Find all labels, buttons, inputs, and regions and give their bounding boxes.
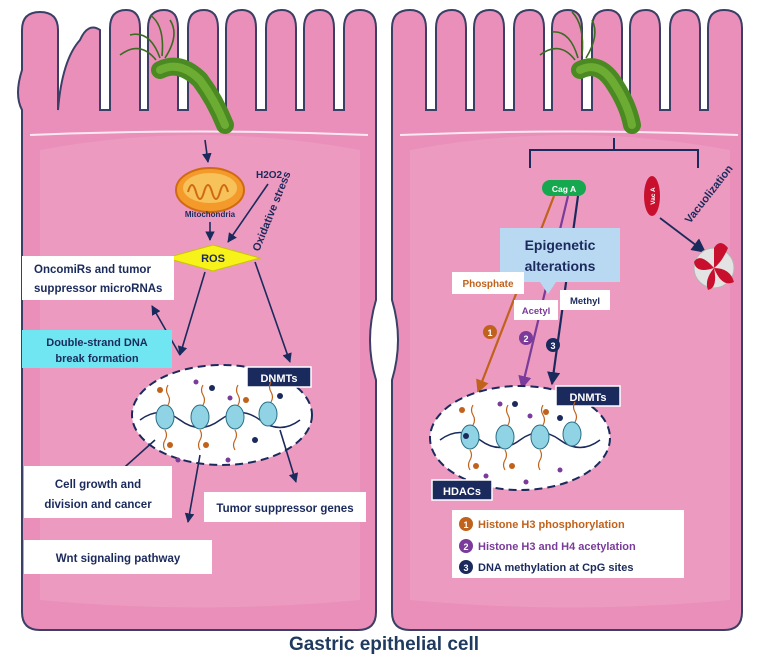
hdacs-box — [431, 479, 493, 501]
cell-growth-box — [24, 466, 172, 518]
right-chromatin — [439, 401, 601, 485]
oncomirs-line1: OncomiRs and tumor — [34, 264, 151, 276]
vacuole-icon — [693, 243, 735, 290]
left-cell — [17, 8, 377, 631]
left-dnmts-box — [246, 366, 312, 388]
legend-2-num: 2 — [463, 542, 468, 552]
tumor-suppressor-box — [204, 492, 366, 522]
methyl-label: Methyl — [570, 296, 600, 307]
acetyl-label: Acetyl — [522, 306, 551, 317]
mitochondria-label: Mitochondria — [185, 210, 236, 219]
acetyl-box — [514, 300, 558, 320]
legend-2-badge — [459, 539, 473, 553]
right-dnmts-label: DNMTs — [569, 392, 606, 404]
dsb-line1: Double-strand DNA — [46, 337, 148, 349]
legend-1-badge — [459, 517, 473, 531]
epigenetic-line2: alterations — [525, 258, 596, 274]
left-dnmts-label: DNMTs — [260, 373, 297, 385]
dsb-box — [22, 330, 172, 368]
step-1-badge — [483, 325, 497, 339]
cag-a-pill — [542, 180, 586, 196]
phosphate-box — [452, 272, 524, 294]
ros-diamond — [164, 244, 262, 272]
legend-3-badge — [459, 560, 473, 574]
wnt-box — [24, 540, 212, 574]
legend-3-num: 3 — [463, 563, 468, 573]
ros-label: ROS — [201, 253, 225, 265]
methyl-box — [560, 290, 610, 310]
mitochondria-icon — [175, 167, 245, 213]
left-nucleus — [131, 364, 313, 466]
epigenetic-line1: Epigenetic — [525, 237, 596, 253]
right-dnmts-box — [555, 385, 621, 407]
legend-3-text: DNA methylation at CpG sites — [478, 562, 633, 574]
h2o2-label: H2O2 — [256, 170, 283, 181]
legend-2-text: Histone H3 and H4 acetylation — [478, 541, 636, 553]
figure-caption: Gastric epithelial cell — [289, 634, 479, 655]
step-2-badge — [519, 331, 533, 345]
dsb-line2: break formation — [55, 353, 138, 365]
step-3-badge — [546, 338, 560, 352]
step-2-num: 2 — [523, 334, 528, 344]
cell-growth-line1: Cell growth and — [55, 479, 141, 491]
legend-box — [452, 510, 684, 578]
cell-growth-line2: division and cancer — [44, 499, 152, 511]
wnt-label: Wnt signaling pathway — [56, 553, 181, 565]
vac-a-label: Vac A — [650, 187, 657, 205]
legend-1-num: 1 — [463, 520, 468, 530]
oncomirs-box — [22, 256, 174, 300]
left-bacterium — [119, 14, 234, 134]
step-3-num: 3 — [550, 341, 555, 351]
hdacs-label: HDACs — [443, 486, 481, 498]
right-bacterium — [539, 11, 641, 134]
phosphate-label: Phosphate — [462, 279, 514, 290]
oncomirs-line2: suppressor microRNAs — [34, 283, 162, 295]
vac-a-pill — [644, 176, 660, 216]
bracket — [529, 138, 699, 168]
tumor-suppressor-label: Tumor suppressor genes — [216, 503, 353, 515]
left-chromatin — [139, 379, 301, 463]
step-1-num: 1 — [487, 328, 492, 338]
cag-a-label: Cag A — [552, 184, 576, 194]
legend-1-text: Histone H3 phosphorylation — [478, 519, 625, 531]
